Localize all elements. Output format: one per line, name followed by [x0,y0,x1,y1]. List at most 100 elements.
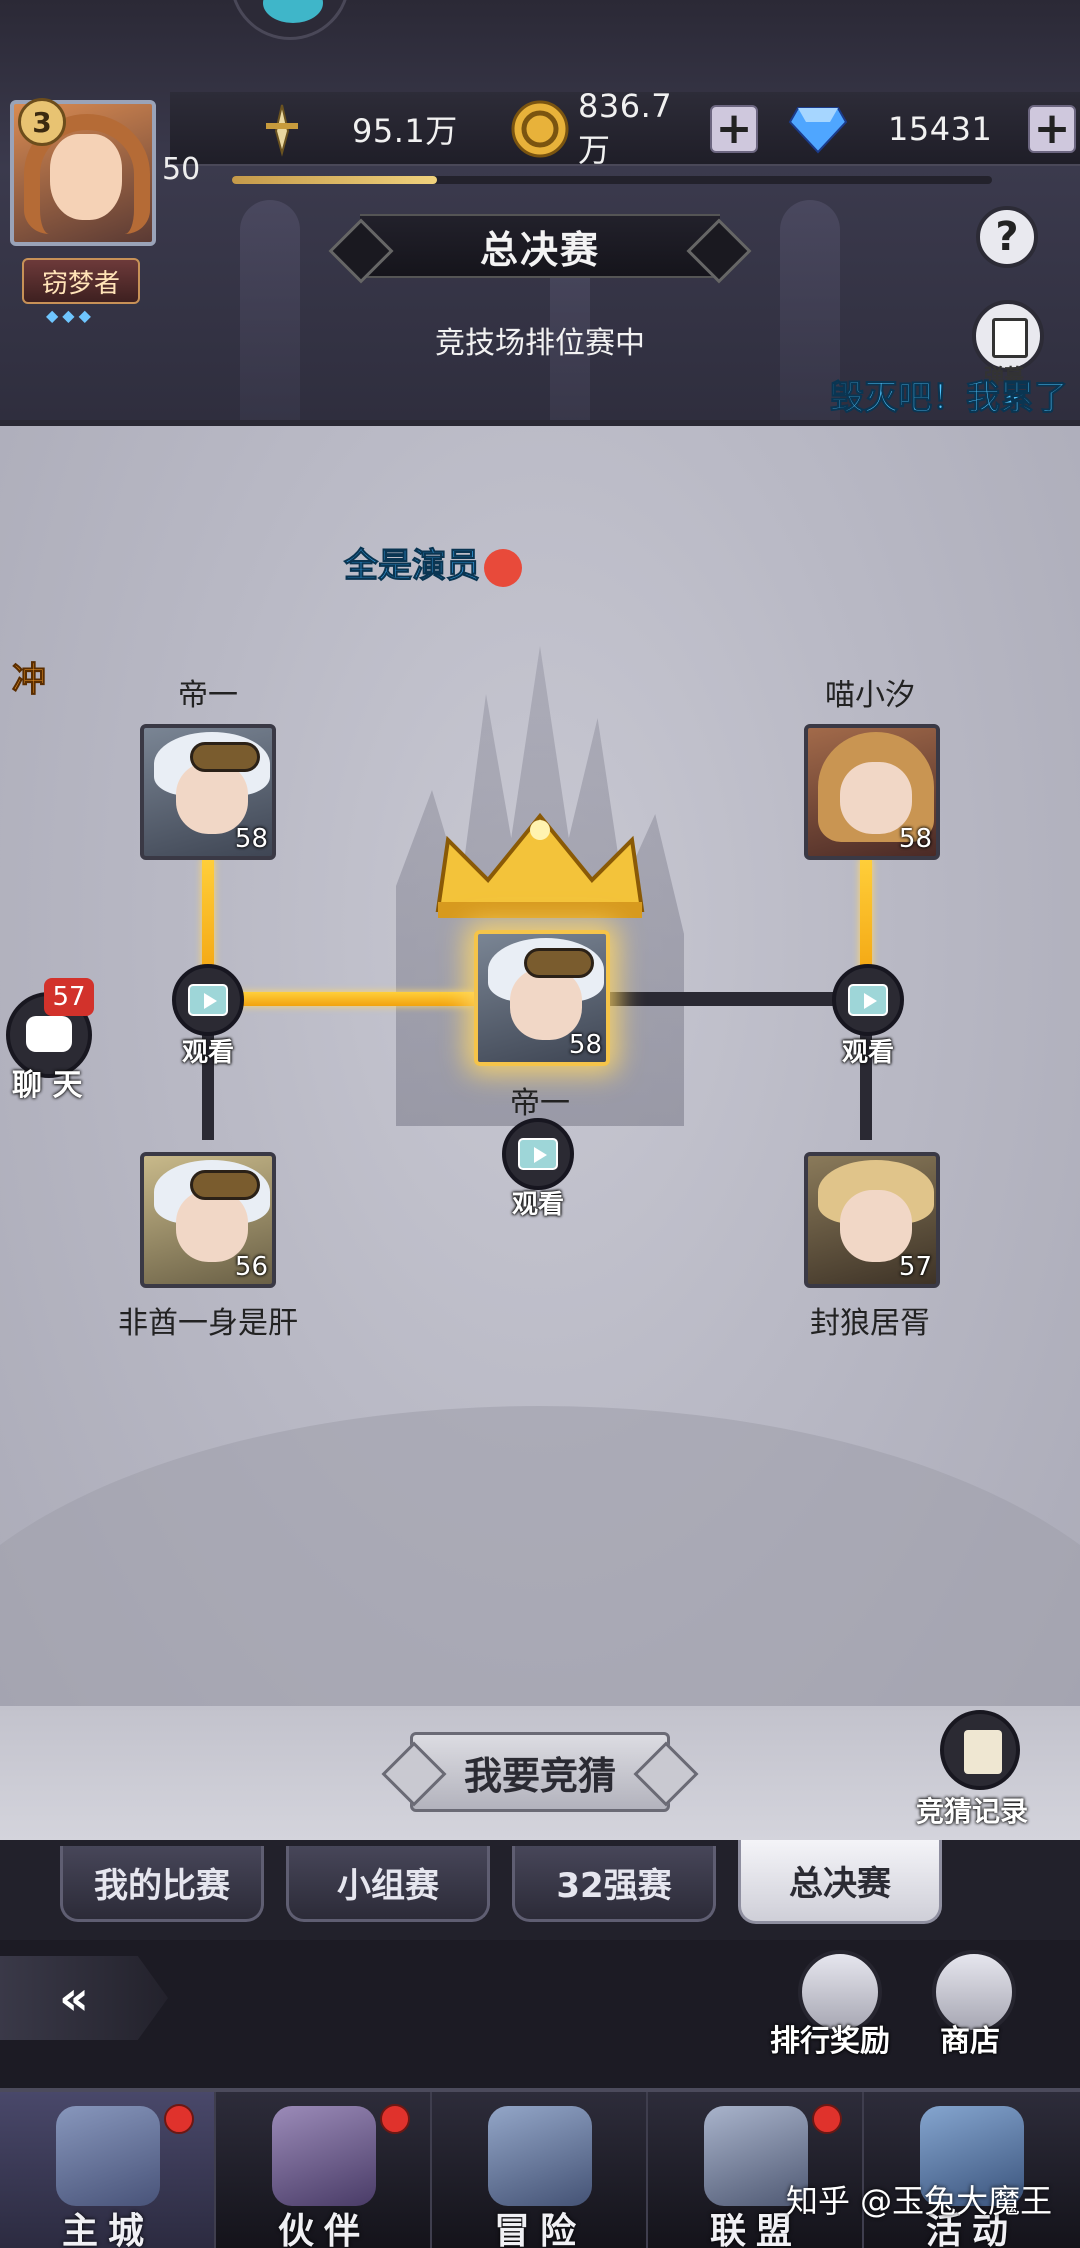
xp-bar [232,176,992,184]
stage-tabs: 我的比赛 小组赛 32强赛 总决赛 [0,1840,1080,1940]
gold-resource: 836.7万 + [510,87,870,169]
trophy-icon[interactable] [798,1950,882,2034]
bet-record-button[interactable] [940,1710,1020,1790]
nav-label: 联盟 [709,2211,802,2248]
watch-label: 观看 [841,1038,894,1068]
notification-dot [380,2104,410,2134]
star-rating-icon: ◆◆◆ [46,306,95,325]
help-button[interactable]: ? [976,206,1038,268]
chat-label: 聊 天 [12,1068,83,1103]
add-gold-button[interactable]: + [710,105,758,153]
danmu-message: 冲 [12,660,47,701]
nav-label: 冒险 [493,2211,586,2248]
play-screen-icon [518,1138,558,1170]
scroll-icon [964,1730,1002,1774]
player-card-top-right[interactable]: 58 [804,724,940,860]
tab-my-matches[interactable]: 我的比赛 [60,1846,264,1922]
status-subtitle: 竞技场排位赛中 [435,326,645,361]
tab-top-32[interactable]: 32强赛 [512,1846,716,1922]
diamond-icon [788,99,848,159]
bracket-line-winner [206,992,474,1006]
watch-replay-button[interactable] [832,964,904,1036]
page-title: 总决赛 [360,214,720,278]
castle-icon [56,2106,160,2206]
bracket-line-winner [860,858,872,990]
power-value: 95.1万 [352,112,458,150]
player-title: 窃梦者 [22,258,140,304]
nav-label: 伙伴 [277,2211,370,2248]
watch-label: 观看 [181,1038,234,1068]
shop-cards-icon[interactable] [932,1950,1016,2034]
bracket-line-winner [202,858,214,990]
player-name: 帝一 [178,678,238,713]
champion-name: 帝一 [510,1086,570,1121]
bracket-line [606,992,868,1006]
sword-icon [252,99,312,159]
notification-dot [812,2104,842,2134]
watch-label: 观看 [511,1190,564,1220]
diamond-value: 15431 [888,110,993,148]
nav-events[interactable]: 活动 [864,2092,1080,2248]
shop-label: 商店 [940,2024,1000,2059]
danmu-message: 全是演员 [344,538,522,587]
cathedral-arch [240,200,300,420]
player-name: 喵小汐 [825,678,915,713]
player-card-bottom-left[interactable]: 56 [140,1152,276,1288]
play-screen-icon [848,984,888,1016]
watch-final-button[interactable] [502,1118,574,1190]
back-arrow-icon: « [59,1971,89,2025]
place-bet-button[interactable]: 我要竞猜 [410,1732,670,1812]
player-card-top-left[interactable]: 58 [140,724,276,860]
player-name: 封狼居胥 [810,1306,930,1341]
champion-card[interactable]: 58 [474,930,610,1066]
player-level: 56 [234,1252,268,1282]
shield-icon [704,2106,808,2206]
nav-adventure[interactable]: 冒险 [432,2092,648,2248]
power-resource: 95.1万 [252,100,532,158]
player-level: 58 [898,824,932,854]
watch-replay-button[interactable] [172,964,244,1036]
notification-dot [164,2104,194,2134]
bet-record-label: 竞猜记录 [916,1795,1029,1828]
danmu-message: 毁灭吧！我累了 [830,378,1069,419]
pet-icon[interactable] [230,0,350,40]
crown-icon [435,812,645,918]
player-level: 50 [162,152,201,187]
gold-value: 836.7万 [578,87,673,169]
nav-label: 主城 [61,2211,154,2248]
nav-label: 活动 [925,2211,1018,2248]
vip-badge: 3 [18,98,66,146]
nav-partners[interactable]: 伙伴 [216,2092,432,2248]
back-button[interactable]: « [0,1956,168,2040]
witch-hat-icon [272,2106,376,2206]
nav-main-city[interactable]: 主城 [0,2092,216,2248]
tab-finals[interactable]: 总决赛 [738,1840,942,1924]
tab-group-stage[interactable]: 小组赛 [286,1846,490,1922]
bottom-nav: 主城 伙伴 冒险 联盟 活动 [0,2088,1080,2248]
add-diamond-button[interactable]: + [1028,105,1076,153]
cards-icon [920,2106,1024,2206]
player-card-bottom-right[interactable]: 57 [804,1152,940,1288]
chat-bubble-icon [26,1016,72,1052]
nav-alliance[interactable]: 联盟 [648,2092,864,2248]
watermark: 知乎 @玉兔大魔王 [786,2182,1053,2220]
notepad-icon [992,318,1028,358]
angry-emoji-icon [484,548,522,587]
bracket-panel: 全是演员 冲 帝一 58 56 非酋一身是肝 喵小汐 58 57 封狼居胥 58… [0,420,1080,1850]
diamond-resource: 15431 + [788,100,1078,158]
resource-bar: 95.1万 836.7万 + 15431 + [170,87,1080,169]
danmu-button[interactable]: 弹幕 [972,300,1044,388]
chat-unread-badge: 57 [44,978,94,1016]
player-name: 非酋一身是肝 [118,1306,298,1341]
rank-reward-label: 排行奖励 [770,2024,890,2059]
player-level: 58 [568,1030,602,1060]
gold-coin-icon [510,99,570,159]
play-screen-icon [188,984,228,1016]
xp-bar-fill [232,176,438,184]
player-level: 57 [898,1252,932,1282]
compass-icon [488,2106,592,2206]
top-header: 95.1万 836.7万 + 15431 + 50 3 窃梦者 ◆◆◆ 总决赛 … [0,0,1080,420]
danmu-label: 弹幕 [984,364,1024,388]
cathedral-arch [780,200,840,420]
player-level: 58 [234,824,268,854]
